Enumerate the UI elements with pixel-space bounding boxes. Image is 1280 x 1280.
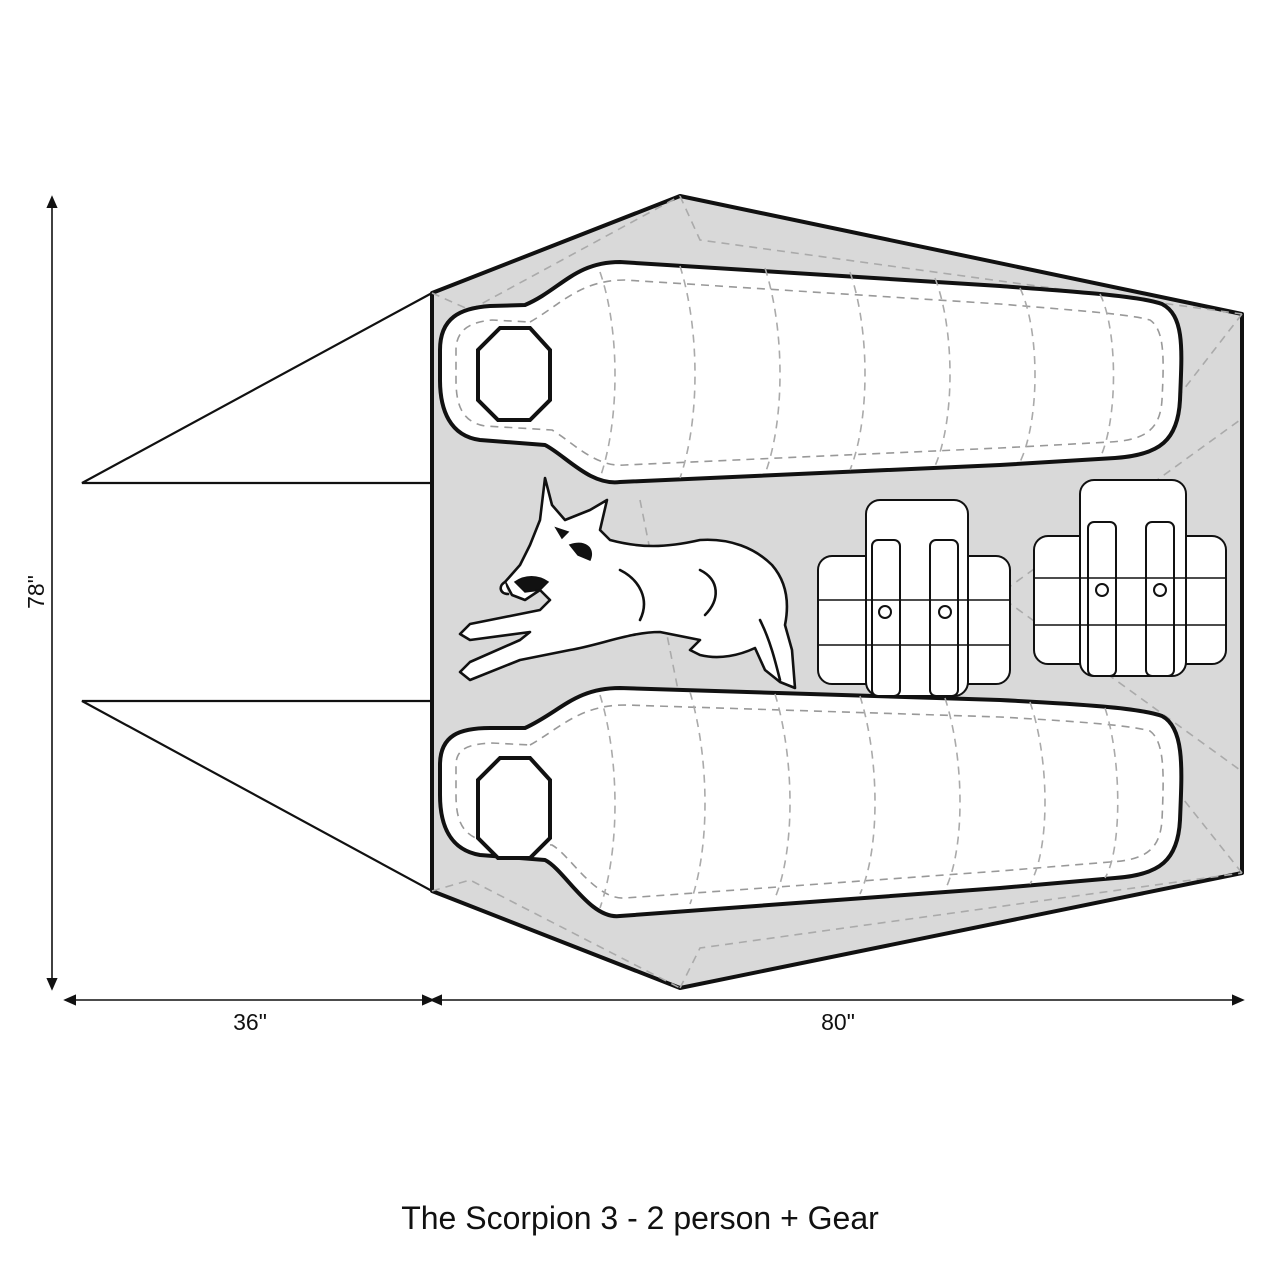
sleeping-bag-icon	[438, 686, 1184, 919]
backpack-icon	[817, 499, 1011, 697]
vestibule-dimension-label: 36"	[233, 1009, 267, 1035]
length-dimension-label: 80"	[821, 1009, 855, 1035]
sleeping-bag-icon	[438, 260, 1184, 485]
vestibule-outline	[81, 292, 433, 892]
backpack-icon	[1033, 479, 1227, 677]
height-dimension-label: 78"	[23, 575, 49, 609]
dog-icon	[458, 476, 797, 690]
diagram-caption: The Scorpion 3 - 2 person + Gear	[401, 1200, 879, 1236]
